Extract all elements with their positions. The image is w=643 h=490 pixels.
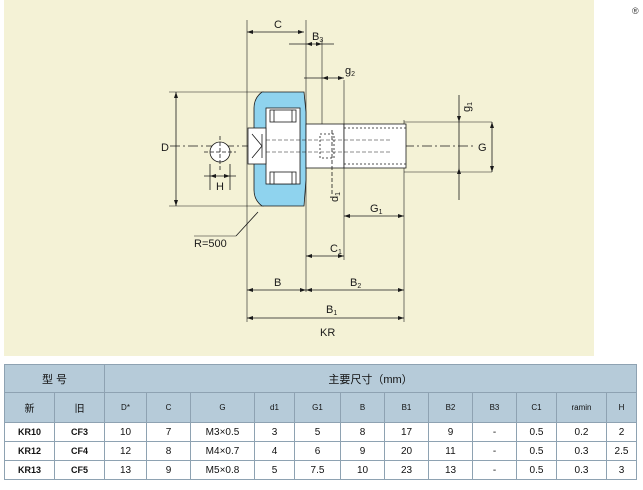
header-new: 新	[4, 392, 55, 423]
cell-ramin: 0.2	[556, 422, 607, 442]
label-B2: B2	[350, 277, 361, 290]
cell-B2: 9	[428, 422, 473, 442]
label-G1: G1	[370, 203, 383, 216]
cell-C: 8	[146, 441, 191, 461]
table-row: KR13 CF5 13 9 M5×0.8 5 7.5 10 23 13 - 0.…	[4, 460, 638, 480]
col-header-B1: B1	[384, 392, 429, 423]
cell-B2: 11	[428, 441, 473, 461]
cell-C1: 0.5	[516, 460, 557, 480]
cell-old-model: CF5	[54, 460, 105, 480]
needle-roller-bottom	[269, 171, 297, 185]
col-header-ramin: ramin	[556, 392, 607, 423]
label-R: R=500	[194, 238, 227, 250]
cell-G1: 5	[294, 422, 341, 442]
cell-B: 8	[340, 422, 385, 442]
label-B1: B1	[326, 304, 337, 317]
label-g1: g1	[461, 102, 474, 112]
cell-C: 9	[146, 460, 191, 480]
cell-C1: 0.5	[516, 441, 557, 461]
cell-D: 12	[104, 441, 147, 461]
col-header-G: G	[190, 392, 255, 423]
col-header-B3: B3	[472, 392, 517, 423]
cell-G1: 7.5	[294, 460, 341, 480]
cell-G: M5×0.8	[190, 460, 255, 480]
cell-old-model: CF4	[54, 441, 105, 461]
cell-D: 10	[104, 422, 147, 442]
cell-G1: 6	[294, 441, 341, 461]
cell-B1: 20	[384, 441, 429, 461]
cell-d1: 3	[254, 422, 295, 442]
label-G: G	[478, 142, 487, 154]
col-header-D: D*	[104, 392, 147, 423]
cell-G: M4×0.7	[190, 441, 255, 461]
cell-d1: 5	[254, 460, 295, 480]
cell-B3: -	[472, 460, 517, 480]
col-header-B2: B2	[428, 392, 473, 423]
label-B: B	[274, 277, 281, 289]
header-dims-group: 主要尺寸（mm）	[103, 364, 638, 393]
label-g2: g2	[345, 65, 355, 78]
label-B3: B3	[312, 31, 323, 44]
arrow-heads	[174, 30, 494, 320]
col-header-d1: d1	[254, 392, 295, 423]
header-old: 旧	[54, 392, 105, 423]
cell-ramin: 0.3	[556, 441, 607, 461]
cell-new-model: KR13	[4, 460, 55, 480]
cell-C1: 0.5	[516, 422, 557, 442]
needle-roller-top	[269, 109, 297, 123]
technical-drawing-panel: C B3 g2 g1 G D H d1 G1 R=500 C1 B B2 B1 …	[4, 0, 594, 356]
label-C1: C1	[330, 243, 342, 256]
cell-H: 2	[605, 422, 638, 442]
cell-old-model: CF3	[54, 422, 105, 442]
label-D: D	[161, 142, 169, 154]
cell-H: 3	[605, 460, 638, 480]
cam-follower-drawing: C B3 g2 g1 G D H d1 G1 R=500 C1 B B2 B1 …	[161, 19, 494, 339]
cell-B3: -	[472, 441, 517, 461]
lube-hole	[319, 133, 335, 159]
cell-G: M3×0.5	[190, 422, 255, 442]
spec-table: 型 号 主要尺寸（mm） 新 旧 D* C G d1 G1 B B1 B2 B3…	[4, 364, 638, 480]
label-H: H	[216, 181, 224, 193]
cell-new-model: KR12	[4, 441, 55, 461]
col-header-C: C	[146, 392, 191, 423]
cell-B1: 23	[384, 460, 429, 480]
table-row: KR10 CF3 10 7 M3×0.5 3 5 8 17 9 - 0.5 0.…	[4, 422, 638, 442]
dim-H	[204, 164, 236, 190]
cell-H: 2.5	[605, 441, 638, 461]
header-model-group: 型 号	[4, 364, 105, 393]
col-header-G1: G1	[294, 392, 341, 423]
stud-shank	[305, 123, 345, 169]
cell-B3: -	[472, 422, 517, 442]
cell-C: 7	[146, 422, 191, 442]
col-header-C1: C1	[516, 392, 557, 423]
cell-ramin: 0.3	[556, 460, 607, 480]
cell-B1: 17	[384, 422, 429, 442]
dim-R	[235, 211, 259, 237]
col-header-H: H	[605, 392, 638, 423]
cell-new-model: KR10	[4, 422, 55, 442]
col-header-B: B	[340, 392, 385, 423]
registered-mark: ®	[632, 6, 639, 16]
cell-D: 13	[104, 460, 147, 480]
cell-d1: 4	[254, 441, 295, 461]
label-C: C	[274, 19, 282, 31]
cell-B: 9	[340, 441, 385, 461]
stud-head	[247, 127, 267, 165]
label-d1: d1	[329, 192, 342, 202]
label-KR: KR	[320, 327, 335, 339]
threaded-end	[343, 123, 407, 169]
cell-B: 10	[340, 460, 385, 480]
cell-B2: 13	[428, 460, 473, 480]
table-row: KR12 CF4 12 8 M4×0.7 4 6 9 20 11 - 0.5 0…	[4, 441, 638, 461]
